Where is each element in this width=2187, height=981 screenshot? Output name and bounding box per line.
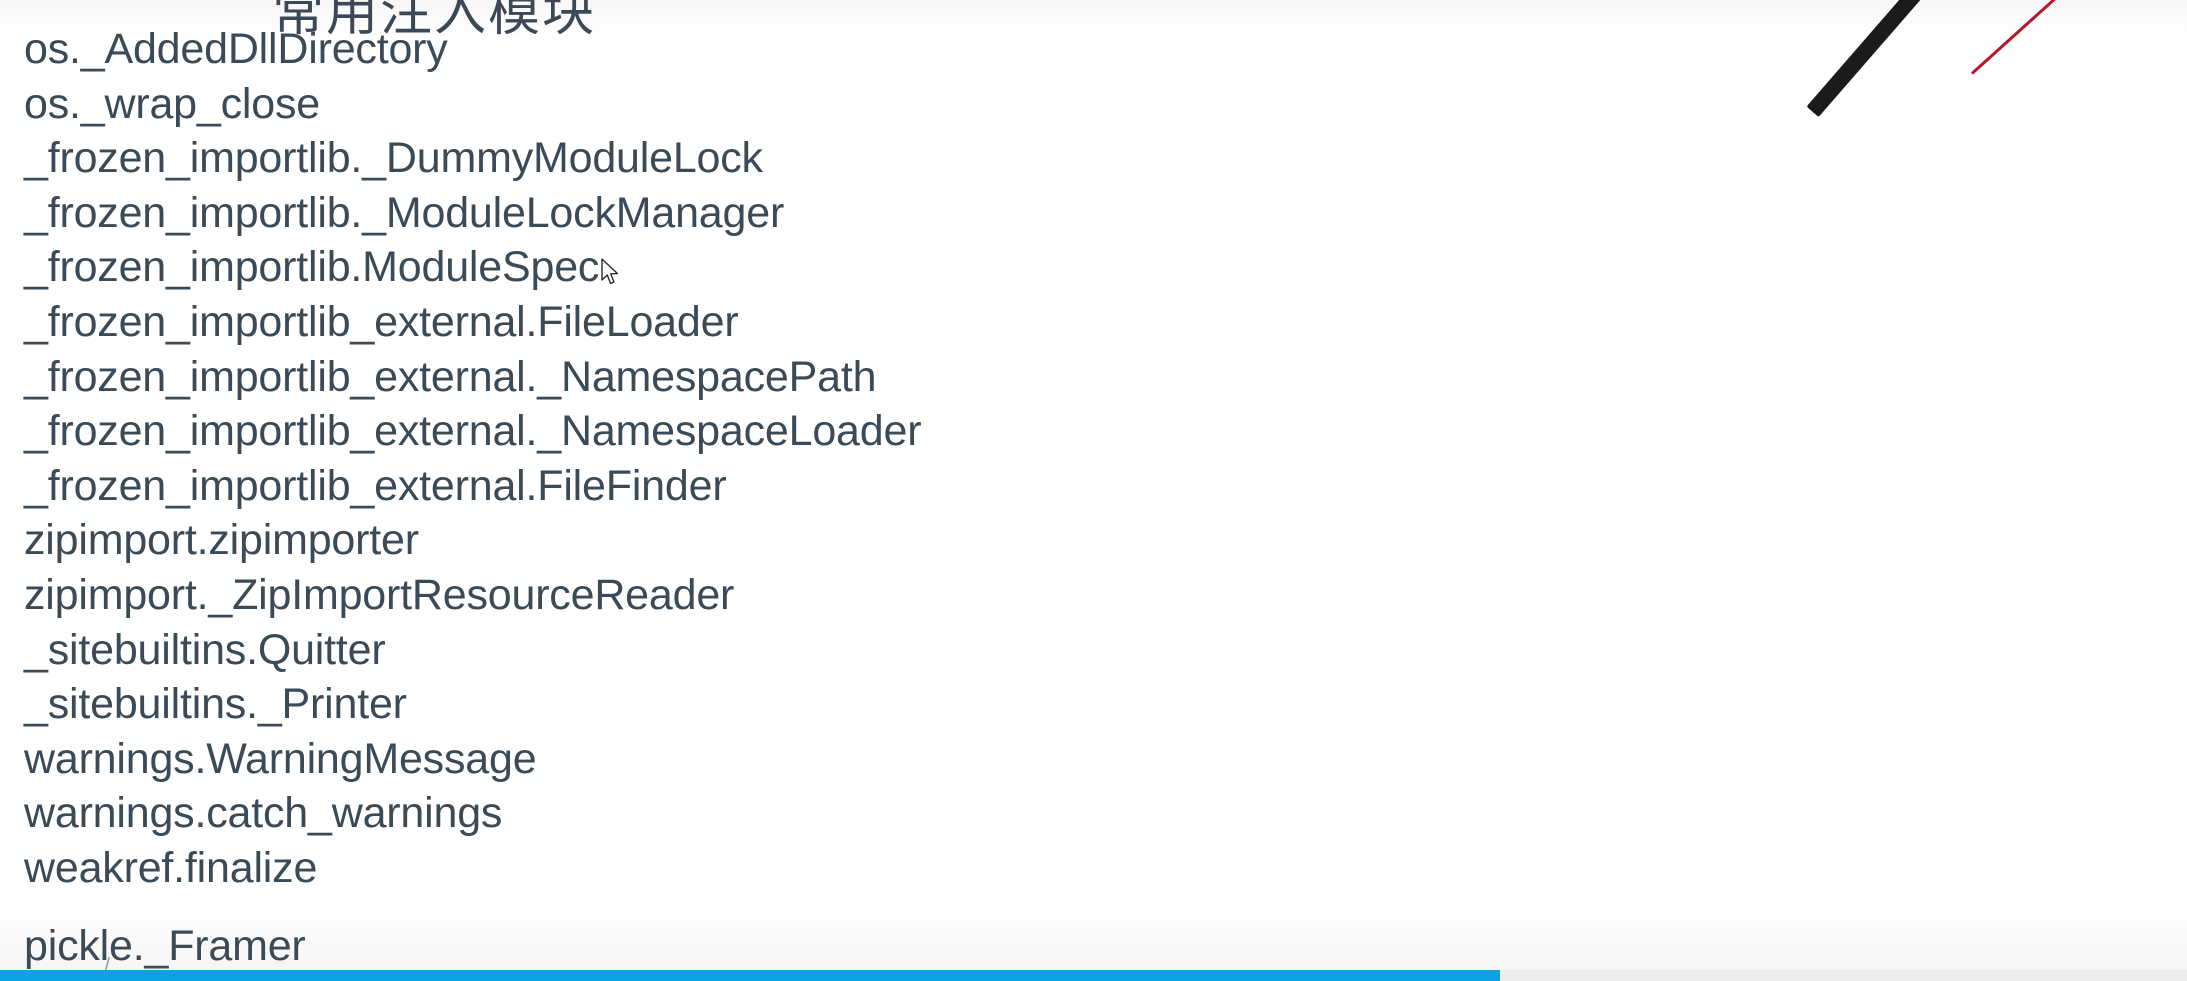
- video-progress-fill: [0, 970, 1500, 981]
- list-item: warnings.WarningMessage: [24, 734, 537, 783]
- list-item: pickle._Framer: [24, 922, 306, 970]
- list-item: _sitebuiltins.Quitter: [24, 625, 386, 674]
- list-item: _sitebuiltins._Printer: [24, 680, 407, 729]
- list-item: os._AddedDllDirectory: [24, 25, 448, 73]
- right-module-list: pickle._Framer pickle._Unframer pickle._…: [0, 897, 858, 981]
- black-diagonal-stroke-icon: [1806, 0, 1970, 118]
- list-item: os._wrap_close: [24, 79, 320, 128]
- tick-mark-annotation: /: [104, 953, 111, 978]
- list-item: _frozen_importlib_external.FileLoader: [24, 297, 739, 346]
- list-item: _frozen_importlib_external._NamespaceLoa…: [24, 407, 922, 456]
- arrow-pointer-icon: [601, 258, 619, 285]
- list-item: weakref.finalize: [24, 843, 318, 892]
- list-item: warnings.catch_warnings: [24, 789, 503, 838]
- page-title: 常用注入模块: [272, 0, 597, 43]
- left-module-box: os._AddedDllDirectory os._wrap_close _fr…: [0, 0, 1012, 897]
- right-module-box: pickle._Framer pickle._Unframer pickle._…: [0, 897, 858, 981]
- video-progress-bar[interactable]: [0, 970, 2187, 981]
- list-item: _frozen_importlib.ModuleSpec: [24, 243, 600, 292]
- left-module-list: os._AddedDllDirectory os._wrap_close _fr…: [0, 0, 1012, 896]
- list-item: _frozen_importlib._DummyModuleLock: [24, 134, 763, 183]
- list-item: _frozen_importlib._ModuleLockManager: [24, 188, 785, 237]
- list-item: _frozen_importlib_external.FileFinder: [24, 461, 727, 510]
- list-item: _frozen_importlib_external._NamespacePat…: [24, 352, 877, 401]
- red-diagonal-line-icon: [1970, 0, 2100, 75]
- list-item: zipimport.zipimporter: [24, 516, 419, 565]
- list-item: zipimport._ZipImportResourceReader: [24, 570, 735, 619]
